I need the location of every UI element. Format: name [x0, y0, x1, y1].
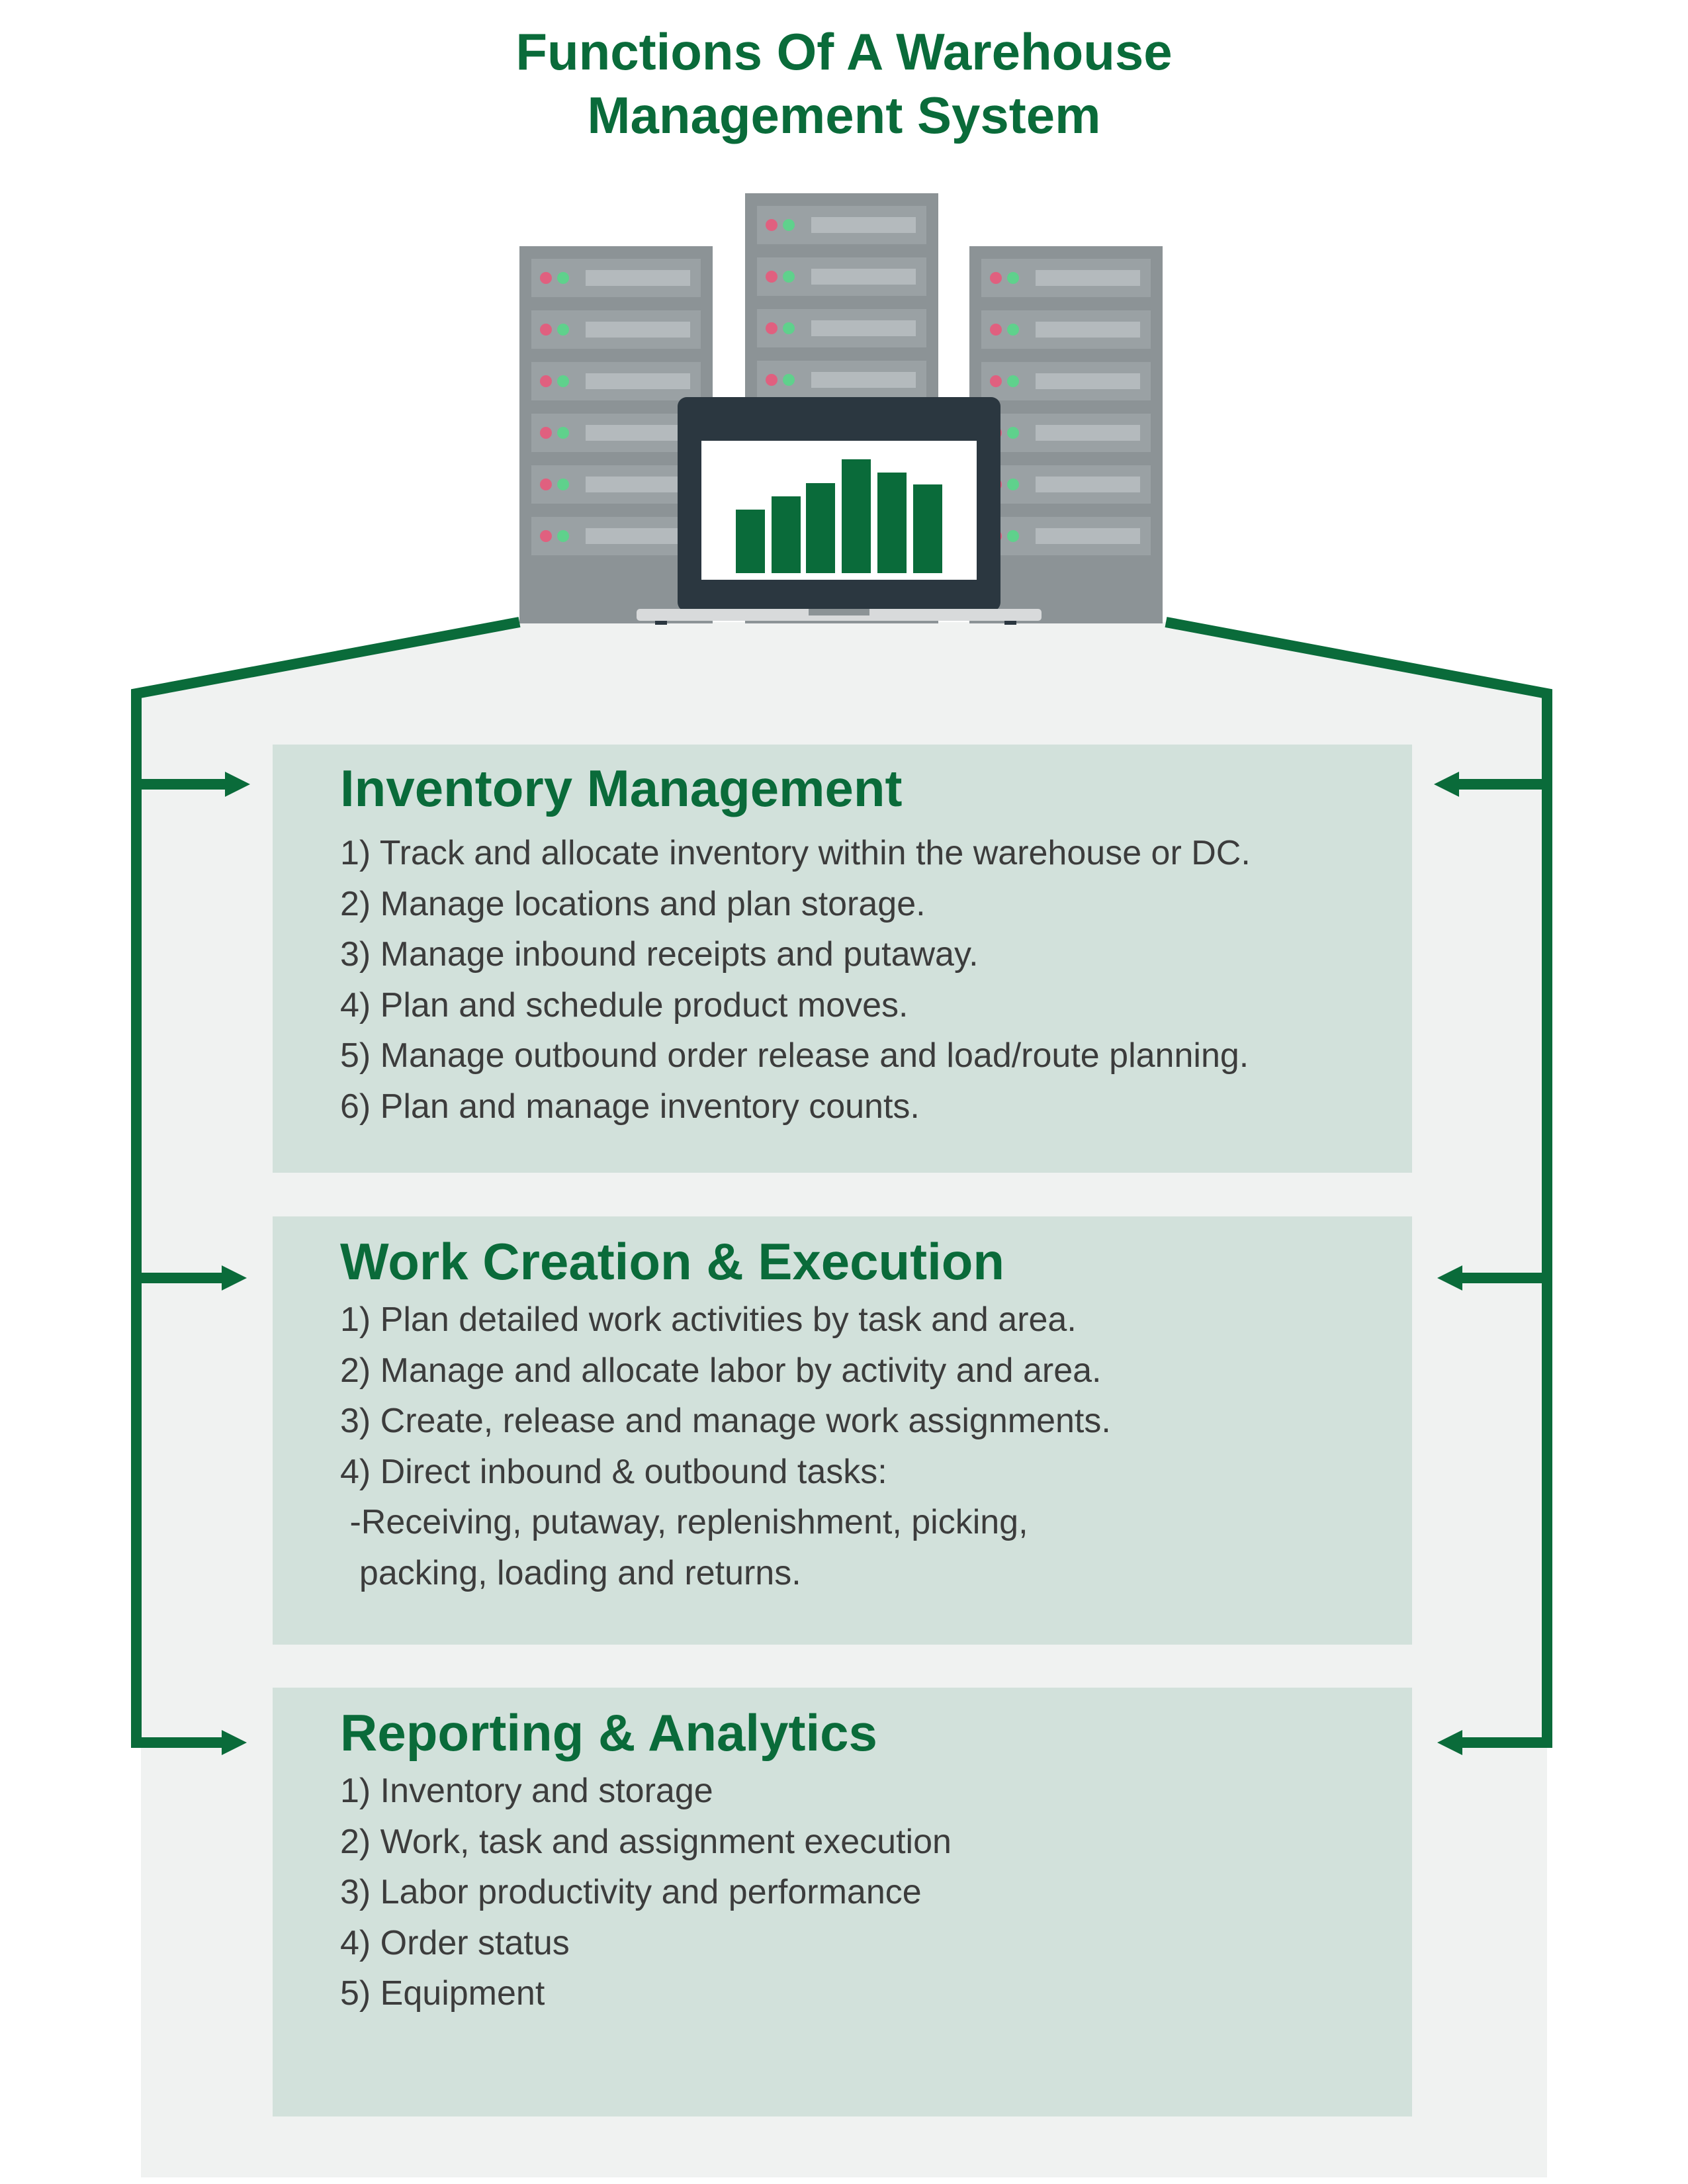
led-green-icon: [557, 324, 569, 336]
arrow-right-icon: [222, 1265, 247, 1291]
server-slot-panel: [1036, 528, 1140, 544]
led-green-icon: [557, 375, 569, 387]
led-green-icon: [1007, 478, 1019, 490]
led-green-icon: [557, 272, 569, 284]
server-slot-panel: [1036, 322, 1140, 338]
page-title: Functions Of A Warehouse Management Syst…: [0, 20, 1688, 147]
server-slot-panel: [1036, 270, 1140, 286]
list-item: -Receiving, putaway, replenishment, pick…: [340, 1503, 1028, 1541]
led-green-icon: [1007, 427, 1019, 439]
led-green-icon: [557, 530, 569, 542]
section-heading: Work Creation & Execution: [340, 1232, 1005, 1291]
list-item: 3) Create, release and manage work assig…: [340, 1402, 1111, 1440]
list-item: 6) Plan and manage inventory counts.: [340, 1087, 920, 1126]
arrow-left-icon: [1437, 1730, 1462, 1755]
section-list: 1) Inventory and storage 2) Work, task a…: [340, 1766, 952, 2019]
list-item: 4) Direct inbound & outbound tasks:: [340, 1452, 887, 1491]
server-slot-panel: [586, 528, 690, 544]
list-item: 4) Plan and schedule product moves.: [340, 985, 909, 1024]
led-red-icon: [540, 272, 552, 284]
title-line-2: Management System: [587, 86, 1101, 144]
list-item: 3) Manage inbound receipts and putaway.: [340, 935, 979, 974]
led-red-icon: [540, 530, 552, 542]
section-work-creation-execution: Work Creation & Execution 1) Plan detail…: [273, 1216, 1412, 1645]
laptop-icon: [637, 397, 1042, 625]
list-item: 5) Manage outbound order release and loa…: [340, 1036, 1249, 1075]
server-slot-panel: [586, 322, 690, 338]
led-red-icon: [540, 478, 552, 490]
led-green-icon: [1007, 324, 1019, 336]
led-green-icon: [783, 271, 795, 283]
server-slot-panel: [811, 320, 916, 336]
arrow-right-icon: [225, 772, 250, 797]
server-slot-panel: [1036, 477, 1140, 492]
led-red-icon: [766, 271, 777, 283]
server-slot-panel: [811, 217, 916, 233]
section-reporting-analytics: Reporting & Analytics 1) Inventory and s…: [273, 1688, 1412, 2116]
server-slot-panel: [586, 477, 690, 492]
list-item: 2) Work, task and assignment execution: [340, 1822, 952, 1861]
led-green-icon: [1007, 530, 1019, 542]
led-red-icon: [990, 375, 1002, 387]
led-green-icon: [1007, 375, 1019, 387]
right-connector: [1165, 617, 1552, 1748]
list-item: 2) Manage locations and plan storage.: [340, 884, 926, 923]
led-green-icon: [783, 219, 795, 231]
led-red-icon: [540, 427, 552, 439]
server-slot-panel: [586, 270, 690, 286]
led-red-icon: [766, 374, 777, 386]
server-slot-panel: [586, 425, 690, 441]
section-list: 1) Plan detailed work activities by task…: [340, 1295, 1111, 1598]
bar-chart-icon: [736, 459, 942, 573]
led-green-icon: [1007, 272, 1019, 284]
section-heading: Reporting & Analytics: [340, 1704, 877, 1762]
server-slot-panel: [811, 269, 916, 285]
arrow-right-icon: [222, 1730, 247, 1755]
list-item: 5) Equipment: [340, 1974, 545, 2013]
list-item: 4) Order status: [340, 1923, 570, 1962]
led-red-icon: [990, 272, 1002, 284]
server-slot-panel: [586, 373, 690, 389]
list-item: 1) Inventory and storage: [340, 1772, 713, 1810]
led-red-icon: [766, 322, 777, 334]
title-line-1: Functions Of A Warehouse: [515, 23, 1173, 81]
arrow-left-icon: [1437, 1265, 1462, 1291]
server-slot-panel: [811, 372, 916, 388]
led-red-icon: [766, 219, 777, 231]
left-connector: [131, 617, 521, 1748]
server-slot-panel: [1036, 373, 1140, 389]
led-red-icon: [540, 324, 552, 336]
led-green-icon: [557, 427, 569, 439]
led-green-icon: [557, 478, 569, 490]
led-green-icon: [783, 322, 795, 334]
section-heading: Inventory Management: [340, 759, 903, 817]
led-red-icon: [540, 375, 552, 387]
list-item: 1) Plan detailed work activities by task…: [340, 1300, 1077, 1339]
list-item: 2) Manage and allocate labor by activity…: [340, 1351, 1102, 1390]
list-item: 1) Track and allocate inventory within t…: [340, 834, 1251, 872]
server-slot-panel: [1036, 425, 1140, 441]
arrow-left-icon: [1434, 772, 1459, 797]
led-red-icon: [990, 324, 1002, 336]
led-green-icon: [783, 374, 795, 386]
list-item: 3) Labor productivity and performance: [340, 1873, 922, 1911]
section-inventory-management: Inventory Management 1) Track and alloca…: [273, 745, 1412, 1173]
section-list: 1) Track and allocate inventory within t…: [340, 828, 1251, 1132]
list-item: packing, loading and returns.: [340, 1553, 801, 1592]
